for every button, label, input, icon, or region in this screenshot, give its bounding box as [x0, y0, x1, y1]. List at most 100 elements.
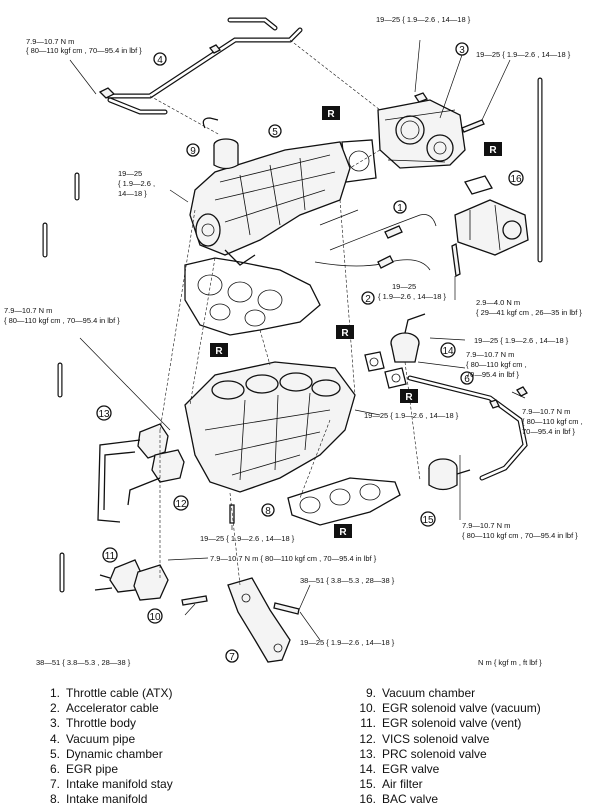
svg-text:R: R — [339, 527, 347, 538]
prc-solenoid-valve — [137, 423, 169, 459]
units-note: N m { kgf m , ft lbf } — [478, 658, 542, 667]
chamber-gasket — [184, 257, 321, 336]
svg-text:19—25: 19—25 — [392, 282, 416, 291]
part-number-15: 15 — [420, 511, 436, 527]
part-number-7: 7 — [225, 649, 239, 663]
solenoid-vacuum-hoses — [97, 439, 161, 523]
svg-text:6: 6 — [464, 374, 470, 385]
torque-spec-bottom-mid: 19—25 { 1.9—2.6 , 14—18 } — [200, 534, 295, 543]
bac-valve — [454, 199, 529, 256]
replace-marker-2: R — [484, 142, 502, 156]
egr-pipe-gasket — [384, 367, 407, 389]
replace-marker-3: R — [210, 343, 228, 357]
svg-text:R: R — [215, 346, 223, 357]
torque-spec-right-d: 7.9—10.7 N m { 80—110 kgf cm , 70—95.4 i… — [522, 407, 583, 436]
torque-spec-right-c: 7.9—10.7 N m { 80—110 kgf cm , 70—95.4 i… — [466, 350, 527, 379]
svg-text:70—95.4 in lbf }: 70—95.4 in lbf } — [466, 370, 519, 379]
torque-spec-center-low: 19—25 { 1.9—2.6 , 14—18 } — [364, 411, 459, 420]
vics-solenoid-valve — [151, 449, 185, 483]
legend-item-egr-solenoid-valve-vacuum: 10.EGR solenoid valve (vacuum) — [359, 701, 541, 716]
torque-spec-mid-center: 19—25 { 1.9—2.6 , 14—18 } — [378, 282, 446, 301]
svg-text:{ 80—110 kgf cm , 70—95.4 in l: { 80—110 kgf cm , 70—95.4 in lbf } — [462, 531, 578, 540]
svg-text:7.9—10.7 N m: 7.9—10.7 N m — [522, 407, 570, 416]
svg-text:{ 1.9—2.6 , 14—18 }: { 1.9—2.6 , 14—18 } — [378, 292, 446, 301]
svg-text:{ 80—110 kgf cm ,: { 80—110 kgf cm , — [522, 417, 583, 426]
legend-item-throttle-body: 3.Throttle body — [49, 716, 137, 731]
legend-item-bac-valve: 16.BAC valve — [359, 792, 439, 807]
legend-item-prc-solenoid-valve: 13.PRC solenoid valve — [359, 746, 487, 761]
exploded-view-diagram: 7.9—10.7 N m { 80—110 kgf cm , 70—95.4 i… — [4, 15, 583, 667]
svg-text:{ 80—110 kgf cm , 70—95.4 in l: { 80—110 kgf cm , 70—95.4 in lbf } — [4, 316, 120, 325]
svg-text:7.9—10.7 N m: 7.9—10.7 N m — [26, 37, 74, 46]
legend-item-egr-solenoid-valve-vent: 11.EGR solenoid valve (vent) — [360, 716, 522, 731]
vacuum-pipe — [42, 17, 543, 593]
svg-text:2: 2 — [365, 294, 371, 305]
torque-spec-top-left: 7.9—10.7 N m { 80—110 kgf cm , 70—95.4 i… — [26, 37, 142, 55]
replace-marker-1: R — [322, 106, 340, 120]
svg-text:19—25: 19—25 — [118, 169, 142, 178]
svg-text:{ 80—110 kgf cm , 70—95.4 in l: { 80—110 kgf cm , 70—95.4 in lbf } — [26, 46, 142, 55]
egr-valve — [390, 313, 426, 363]
torque-spec-left-mid: 7.9—10.7 N m { 80—110 kgf cm , 70—95.4 i… — [4, 306, 120, 325]
legend-item-dynamic-chamber: 5.Dynamic chamber — [49, 746, 163, 761]
legend-item-accelerator-cable: 2.Accelerator cable — [49, 701, 159, 716]
intake-manifold — [184, 361, 356, 493]
svg-text:11: 11 — [105, 551, 116, 562]
manifold-gasket — [287, 477, 401, 526]
part-number-10: 10 — [147, 608, 163, 624]
replace-marker-5: R — [400, 389, 418, 403]
svg-text:7.9—10.7 N m: 7.9—10.7 N m — [4, 306, 52, 315]
svg-text:14: 14 — [442, 346, 454, 357]
part-number-1: 1 — [393, 200, 407, 214]
svg-text:{ 29—41 kgf cm , 26—35 in lbf: { 29—41 kgf cm , 26—35 in lbf } — [476, 308, 582, 317]
part-number-4: 4 — [153, 52, 167, 66]
svg-text:9: 9 — [190, 146, 196, 157]
throttle-cable — [329, 214, 437, 251]
torque-spec-top-center: 19—25 { 1.9—2.6 , 14—18 } — [376, 15, 471, 24]
torque-spec-top-right: 19—25 { 1.9—2.6 , 14—18 } — [476, 50, 571, 59]
part-number-5: 5 — [268, 124, 282, 138]
svg-text:15: 15 — [422, 515, 434, 526]
torque-spec-right-e: 7.9—10.7 N m { 80—110 kgf cm , 70—95.4 i… — [462, 521, 578, 540]
torque-spec-stay-b: 38—51 { 3.8—5.3 , 28—38 } — [36, 658, 131, 667]
bac-valve-gasket — [464, 175, 493, 195]
svg-text:14—18 }: 14—18 } — [118, 189, 147, 198]
svg-text:R: R — [341, 328, 349, 339]
intake-manifold-stay — [227, 577, 291, 663]
torque-spec-right-b: 19—25 { 1.9—2.6 , 14—18 } — [474, 336, 569, 345]
egr-valve-gasket — [364, 351, 385, 372]
dynamic-chamber — [189, 141, 351, 266]
vacuum-chamber — [202, 117, 239, 170]
torque-spec-bottom-long: 7.9—10.7 N m { 80—110 kgf cm , 70—95.4 i… — [210, 554, 377, 563]
torque-spec-left-upper: 19—25 { 1.9—2.6 , 14—18 } — [118, 169, 155, 198]
svg-text:2.9—4.0 N m: 2.9—4.0 N m — [476, 298, 520, 307]
legend-item-intake-manifold-stay: 7.Intake manifold stay — [49, 777, 173, 792]
svg-text:3: 3 — [459, 45, 465, 56]
svg-text:4: 4 — [157, 55, 163, 66]
svg-text:R: R — [327, 109, 335, 120]
part-number-14: 14 — [440, 342, 456, 358]
bolt-icon — [489, 386, 528, 409]
part-number-16: 16 — [508, 170, 524, 186]
alignment-lines — [149, 39, 421, 586]
svg-text:5: 5 — [272, 127, 278, 138]
torque-spec-stay-a: 38—51 { 3.8—5.3 , 28—38 } — [300, 576, 395, 585]
legend-item-throttle-cable: 1.Throttle cable (ATX) — [49, 686, 173, 700]
legend-item-egr-pipe: 6.EGR pipe — [49, 762, 119, 777]
part-number-11: 11 — [102, 547, 118, 563]
svg-text:{ 1.9—2.6 ,: { 1.9—2.6 , — [118, 179, 155, 188]
svg-text:13: 13 — [98, 409, 110, 420]
part-number-13: 13 — [96, 405, 112, 421]
legend-item-egr-valve: 14.EGR valve — [359, 762, 440, 777]
legend-item-air-filter: 15.Air filter — [359, 777, 423, 792]
svg-text:12: 12 — [175, 499, 187, 510]
bolt-icon — [181, 504, 300, 615]
replace-marker-6: R — [334, 524, 352, 538]
svg-text:7.9—10.7 N m: 7.9—10.7 N m — [462, 521, 510, 530]
bolt-icon — [414, 92, 485, 133]
torque-spec-right-a: 2.9—4.0 N m { 29—41 kgf cm , 26—35 in lb… — [476, 298, 582, 317]
part-number-8: 8 — [261, 503, 275, 517]
legend-item-vacuum-chamber: 9.Vacuum chamber — [365, 686, 476, 700]
svg-text:10: 10 — [149, 612, 161, 623]
svg-text:1: 1 — [397, 203, 403, 214]
